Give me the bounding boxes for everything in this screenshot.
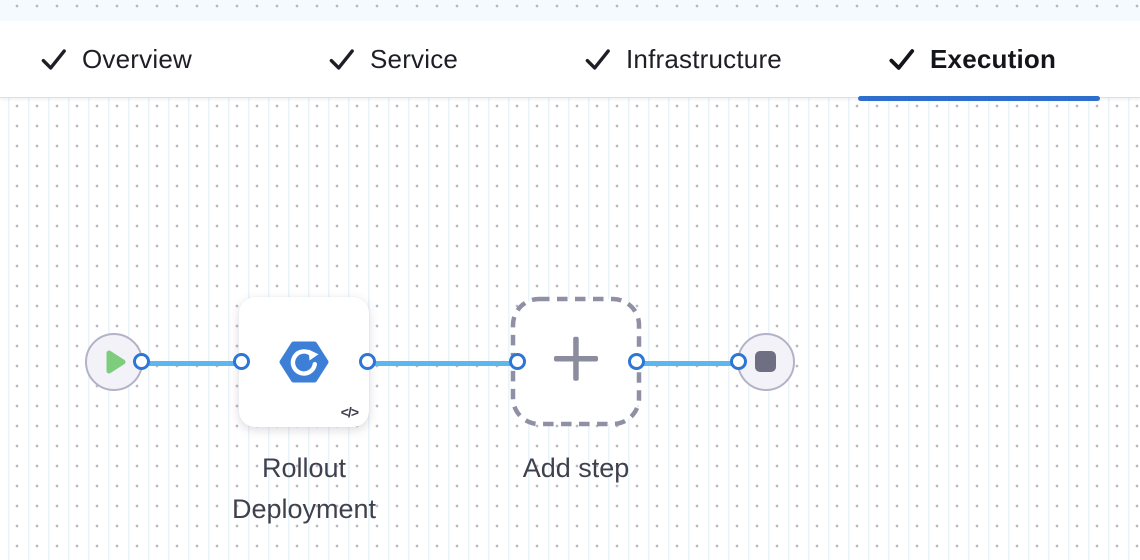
check-icon [585,49,610,70]
port-addstep-out[interactable] [627,352,645,370]
canvas-top-strip [0,0,1140,21]
code-icon: </> [340,404,359,420]
port-addstep-in[interactable] [508,352,526,370]
check-icon [889,49,915,70]
tab-service-label: Service [370,44,459,74]
tab-infrastructure[interactable]: Infrastructure [584,21,782,98]
port-rollout-in[interactable] [232,352,250,370]
play-icon [106,350,126,373]
pipeline-canvas[interactable]: </> Rollout Deployment Add step [0,98,1140,560]
stop-icon [755,351,776,372]
tab-overview-label: Overview [82,44,192,74]
step-node-rollout-deployment[interactable]: </> [239,297,369,427]
tab-infrastructure-label: Infrastructure [626,44,782,74]
plus-icon [554,336,598,381]
tab-execution-label: Execution [930,44,1057,74]
port-rollout-out[interactable] [358,352,376,370]
tab-execution[interactable]: Execution [888,21,1056,98]
stage-setup-header: Overview Service Infrastructure Executio… [0,0,1140,101]
active-tab-underline [858,96,1100,101]
port-start-out[interactable] [132,352,150,370]
step-label-rollout-deployment: Rollout Deployment [231,453,377,524]
add-step-label: Add step [522,453,630,483]
add-step-button[interactable] [510,296,642,427]
edge-start-to-rollout [141,361,241,366]
port-end-in[interactable] [729,352,747,370]
tab-overview[interactable]: Overview [40,21,192,98]
k8s-rollout-deployment-icon [279,341,329,383]
stage-tab-bar: Overview Service Infrastructure Executio… [0,21,1140,101]
check-icon [41,49,66,70]
edge-addstep-to-end [636,361,738,366]
check-icon [329,49,354,70]
tab-service[interactable]: Service [328,21,458,98]
edge-rollout-to-addstep [367,361,517,366]
